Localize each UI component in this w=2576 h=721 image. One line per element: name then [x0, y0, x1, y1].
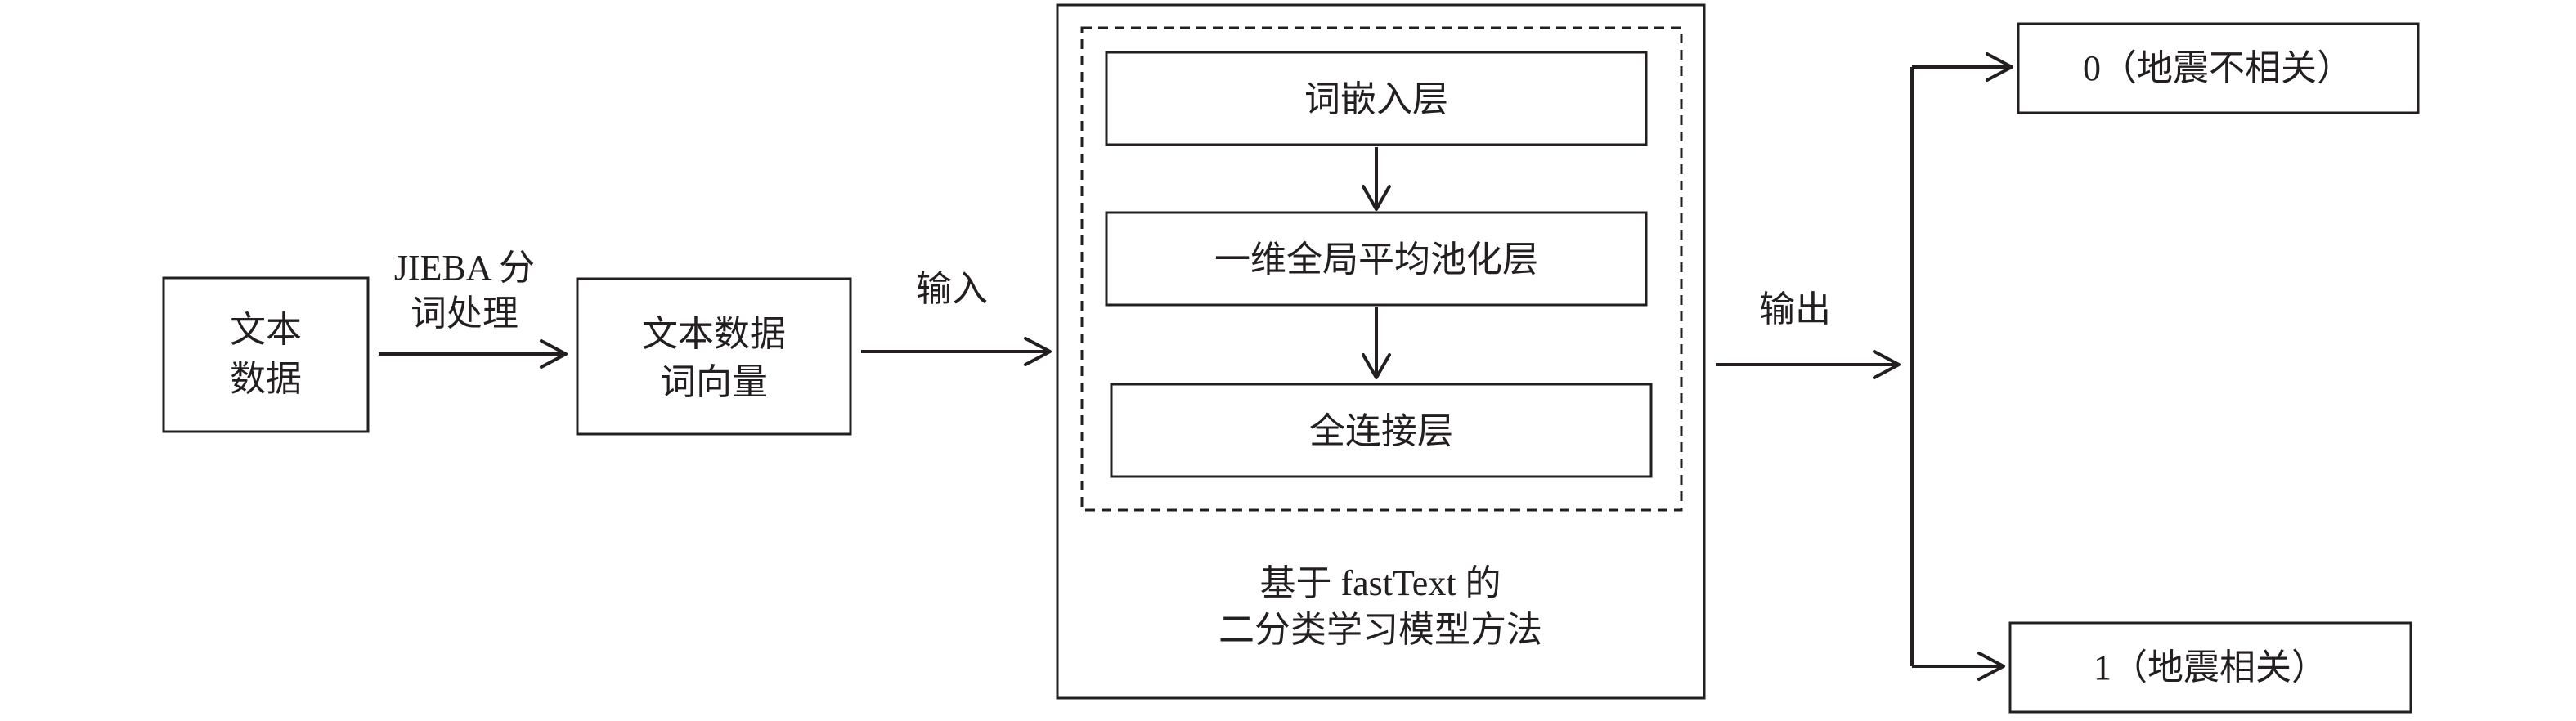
text-data-label-line1: 文本 — [230, 310, 302, 350]
model-container: 词嵌入层 一维全局平均池化层 全连接层 基于 fastText 的 二分类学习模… — [1056, 3, 1706, 700]
segmentation-arrow-head — [540, 339, 568, 369]
output-edge: 输出 — [1716, 289, 1901, 379]
output-label: 输出 — [1759, 289, 1831, 329]
embedding-layer-label: 词嵌入层 — [1304, 79, 1448, 119]
output-1-label: 1（地震相关） — [2094, 647, 2327, 687]
embedding-to-pooling-arrow-head — [1362, 185, 1391, 211]
word-vector-node: 文本数据 词向量 — [576, 277, 852, 436]
input-label: 输入 — [916, 269, 988, 309]
word-vector-label-line2: 词向量 — [660, 362, 768, 402]
output-0-node: 0（地震不相关） — [2017, 22, 2420, 114]
model-label-line2: 二分类学习模型方法 — [1218, 610, 1542, 650]
word-vector-label-line1: 文本数据 — [642, 314, 786, 354]
pooling-layer-node: 一维全局平均池化层 — [1105, 211, 1648, 307]
branch-top-arrow-head — [1986, 52, 2013, 82]
output-arrow-head — [1873, 350, 1901, 379]
text-data-label-line2: 数据 — [230, 359, 302, 399]
text-data-node: 文本 数据 — [162, 276, 370, 433]
segmentation-label-line2: 词处理 — [411, 293, 518, 334]
input-arrow-head — [1024, 337, 1052, 366]
input-edge: 输入 — [861, 269, 1052, 366]
model-dashed-frame — [1080, 26, 1683, 512]
dense-layer-node: 全连接层 — [1110, 383, 1653, 478]
output-0-label: 0（地震不相关） — [2083, 48, 2353, 88]
output-branch — [1910, 52, 2013, 681]
output-1-node: 1（地震相关） — [2008, 621, 2412, 714]
segmentation-edge: JIEBA 分 词处理 — [379, 248, 568, 369]
branch-bottom-arrow-head — [1977, 652, 2005, 681]
pooling-layer-label: 一维全局平均池化层 — [1214, 240, 1538, 280]
segmentation-label-line1: JIEBA 分 — [394, 248, 535, 288]
pooling-to-dense-arrow-head — [1362, 353, 1391, 379]
embedding-layer-node: 词嵌入层 — [1105, 51, 1648, 146]
model-label-line1: 基于 fastText 的 — [1259, 563, 1501, 603]
dense-layer-label: 全连接层 — [1309, 411, 1453, 451]
